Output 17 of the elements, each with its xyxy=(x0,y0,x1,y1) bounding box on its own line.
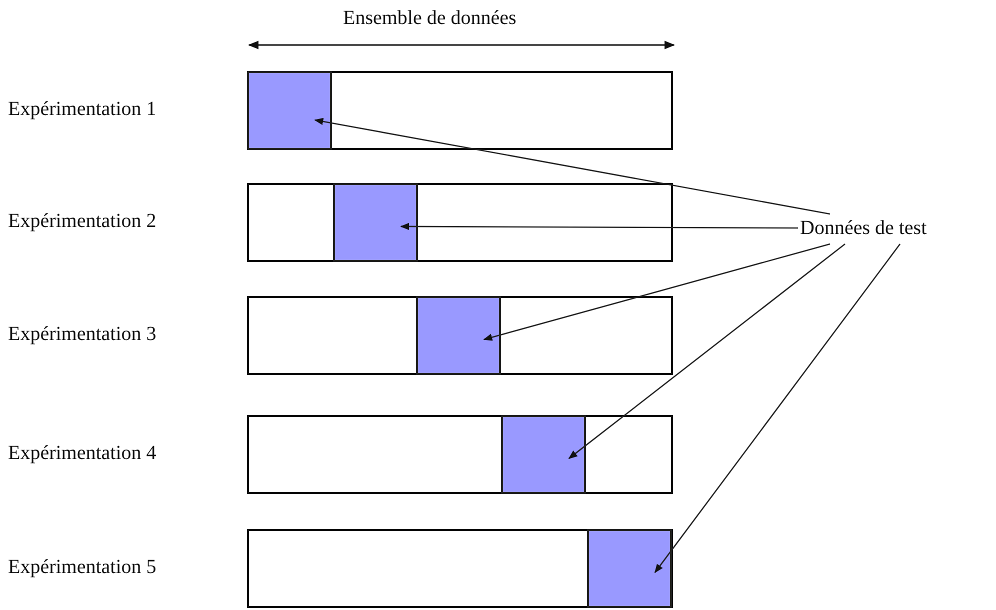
row-label: Expérimentation 4 xyxy=(8,440,156,464)
leader-line xyxy=(654,244,901,574)
test-block xyxy=(416,296,501,375)
row-label: Expérimentation 2 xyxy=(8,208,156,232)
row-label: Expérimentation 3 xyxy=(8,322,156,346)
row-label: Expérimentation 1 xyxy=(8,96,156,120)
test-block xyxy=(247,71,332,150)
test-block xyxy=(333,183,418,262)
leader-line xyxy=(568,243,846,459)
test-block xyxy=(501,415,586,494)
callout-label: Données de test xyxy=(800,216,927,240)
row-label: Expérimentation 5 xyxy=(8,554,156,578)
leader-line xyxy=(483,243,830,341)
test-block xyxy=(587,529,672,608)
dimension-label: Ensemble de données xyxy=(343,6,516,30)
leader-line xyxy=(400,222,798,230)
leader-line xyxy=(314,118,830,215)
